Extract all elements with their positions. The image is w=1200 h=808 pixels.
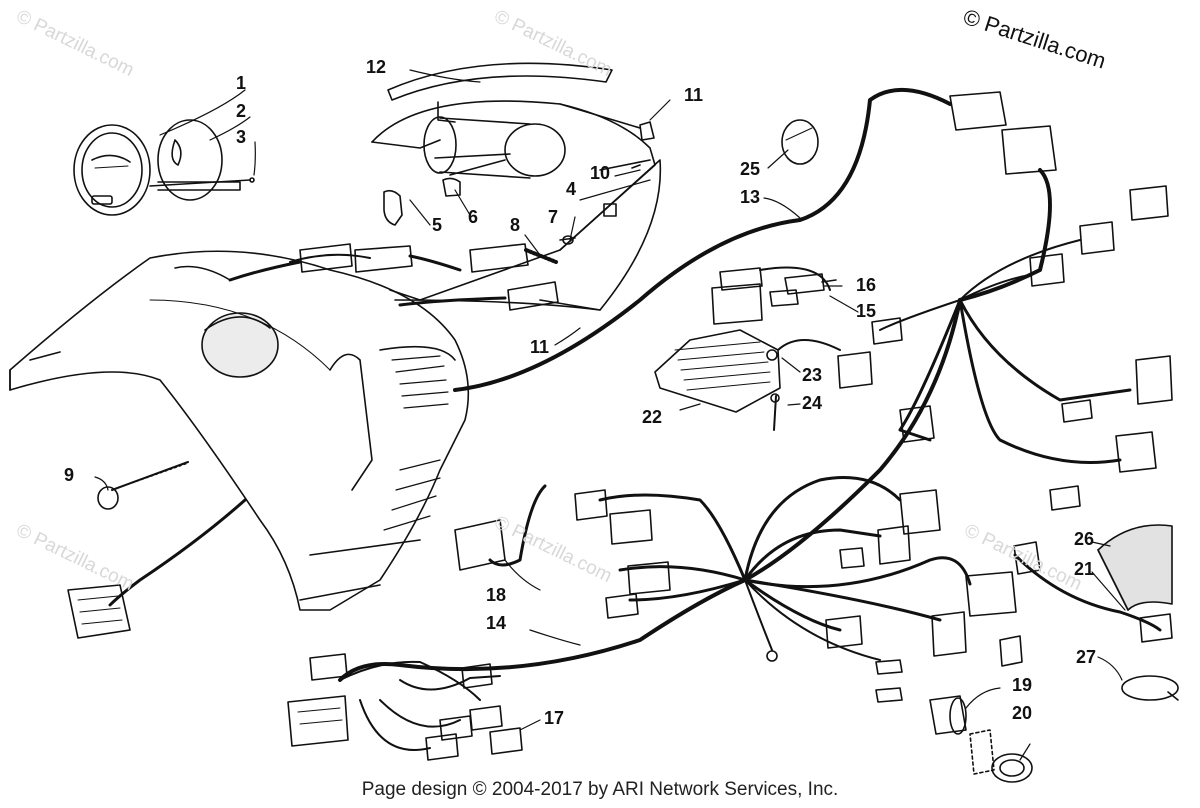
bottom-left-connectors xyxy=(287,653,523,761)
callout-15[interactable]: 15 xyxy=(856,301,877,321)
callout-9[interactable]: 9 xyxy=(64,465,75,485)
callout-13[interactable]: 13 xyxy=(740,187,761,207)
callout-20[interactable]: 20 xyxy=(1012,703,1033,723)
lower-harness-14 xyxy=(338,476,1023,703)
leader-lines xyxy=(94,69,1126,761)
callout-18[interactable]: 18 xyxy=(486,585,507,605)
callout-10[interactable]: 10 xyxy=(590,163,611,183)
callout-23[interactable]: 23 xyxy=(802,365,823,385)
callout-7[interactable]: 7 xyxy=(548,207,559,227)
callout-4[interactable]: 4 xyxy=(566,179,577,199)
headlight-housing xyxy=(371,62,662,311)
callout-3[interactable]: 3 xyxy=(236,127,247,147)
callout-17[interactable]: 17 xyxy=(544,708,565,728)
callout-6[interactable]: 6 xyxy=(468,207,479,227)
callout-2[interactable]: 2 xyxy=(236,101,247,121)
left-harness xyxy=(67,243,559,639)
main-harness-13 xyxy=(453,88,1173,582)
misc-parts xyxy=(781,119,1179,783)
callout-16[interactable]: 16 xyxy=(856,275,877,295)
front-fender-body xyxy=(9,250,470,611)
callout-22[interactable]: 22 xyxy=(642,407,663,427)
callout-5[interactable]: 5 xyxy=(432,215,443,235)
callout-25[interactable]: 25 xyxy=(740,159,761,179)
gauge-assembly xyxy=(73,119,255,216)
callout-8[interactable]: 8 xyxy=(510,215,521,235)
callout-19[interactable]: 19 xyxy=(1012,675,1033,695)
relay-and-regulator xyxy=(654,267,873,431)
footer-text: Page design © 2004-2017 by ARI Network S… xyxy=(361,779,839,800)
callout-27[interactable]: 27 xyxy=(1076,647,1097,667)
callout-26[interactable]: 26 xyxy=(1074,529,1095,549)
callout-14[interactable]: 14 xyxy=(486,613,507,633)
callout-21[interactable]: 21 xyxy=(1074,559,1095,579)
bolt-9 xyxy=(97,461,189,510)
callout-24[interactable]: 24 xyxy=(802,393,823,413)
callout-11a[interactable]: 11 xyxy=(684,85,704,105)
callout-11b[interactable]: 11 xyxy=(530,337,550,357)
callout-1[interactable]: 1 xyxy=(236,73,247,93)
callout-12[interactable]: 12 xyxy=(366,57,387,77)
